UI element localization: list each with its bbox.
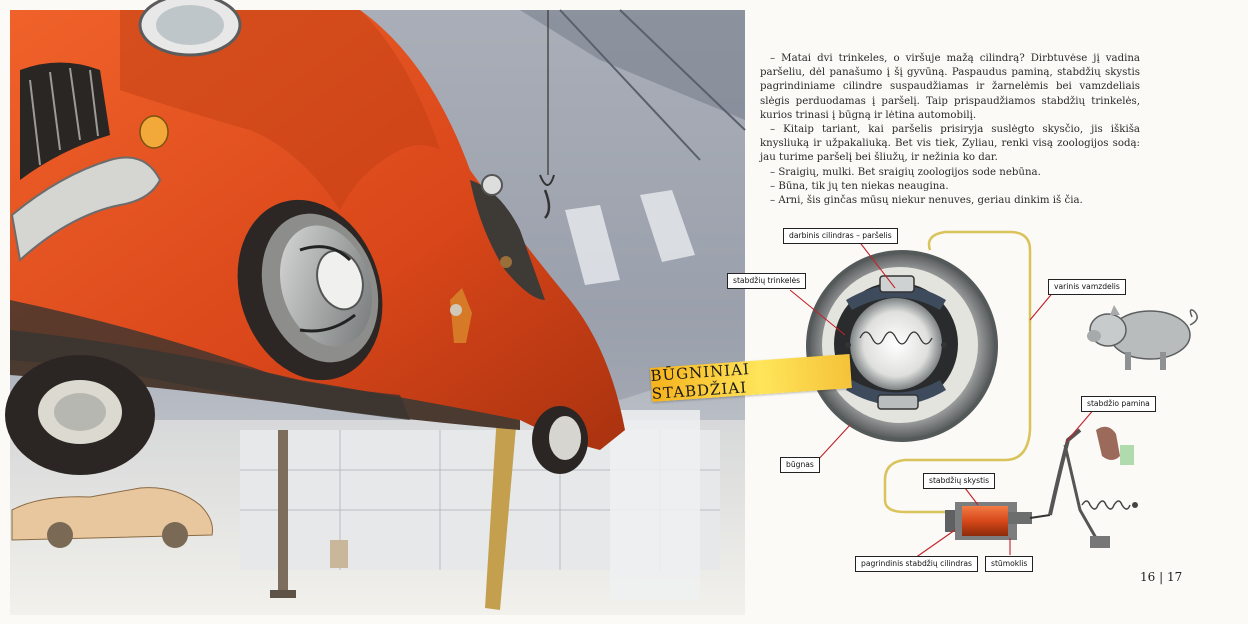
paragraph: – Būna, tik jų ten niekas neaugina. [770,180,949,192]
label-stabdziu-trinkeles: stabdžių trinkelės [727,273,807,289]
callout-lines [789,239,1096,559]
brake-diagram [789,230,1198,559]
label-stabdziu-skystis: stabdžių skystis [923,473,996,489]
body-text: – Matai dvi trinkeles, o viršuje mažą ci… [760,52,1140,208]
garage-illustration [5,0,746,615]
label-varinis-vamzdelis: varinis vamzdelis [1048,279,1126,295]
paragraph: – Matai dvi trinkeles, o viršuje mažą ci… [760,53,1140,121]
label-darbinis-cilindras: darbinis cilindras – paršelis [783,228,898,244]
paragraph: – Kitaip tariant, kai paršelis prisiryja… [760,124,1140,164]
label-stumoklis: stūmoklis [985,556,1034,572]
orange-car [5,0,625,475]
brake-pedal [1048,426,1138,548]
paragraph: – Sraigių, mulki. Bet sraigių zoologijos… [770,166,1041,178]
page-numbers: 16 | 17 [1140,570,1183,584]
label-pagrindinis-cilindras: pagrindinis stabdžių cilindras [855,556,978,572]
background-car [11,487,213,548]
label-bugnas: būgnas [780,457,820,473]
label-stabdzio-pamina: stabdžio pamina [1081,396,1156,412]
pig-sketch [1087,305,1198,370]
paragraph: – Arni, šis ginčas mūsų niekur nenuves, … [770,195,1083,207]
master-cylinder [945,502,1051,540]
